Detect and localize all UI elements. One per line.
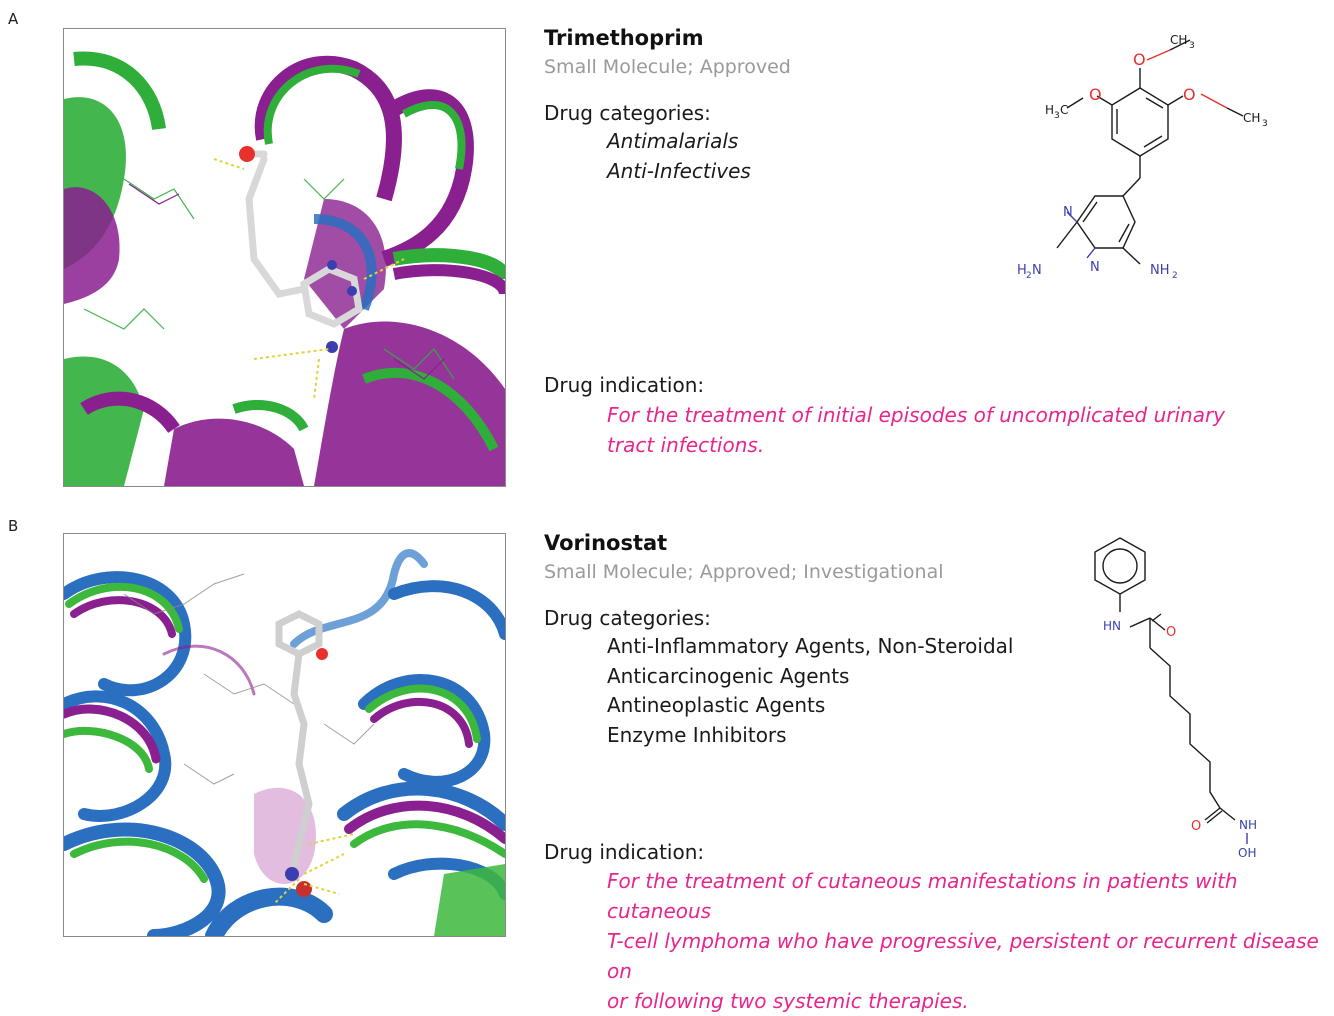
indication-line: tract infections. (607, 433, 765, 457)
drug-name: Trimethoprim (544, 26, 704, 50)
categories-list: Antimalarials Anti-Infectives (544, 127, 984, 186)
svg-text:O: O (1089, 85, 1102, 104)
category-item: Antimalarials (607, 129, 739, 153)
panel-b-indication: For the treatment of cutaneous manifesta… (607, 866, 1334, 1016)
drug-name: Vorinostat (544, 531, 668, 555)
panel-a-indication: For the treatment of initial episodes of… (607, 400, 1327, 460)
indication-line: T-cell lymphoma who have progressive, pe… (607, 929, 1319, 983)
indication-title: Drug indication: (544, 373, 705, 397)
svg-text:NH: NH (1239, 818, 1257, 832)
svg-text:O: O (1183, 85, 1196, 104)
indication-line: or following two systemic therapies. (607, 989, 969, 1013)
drug-type: Small Molecule; Approved (544, 56, 791, 78)
svg-text:N: N (1032, 263, 1042, 278)
svg-text:2: 2 (1172, 271, 1178, 281)
svg-text:3: 3 (1189, 41, 1195, 51)
category-item: Anti-Inflammatory Agents, Non-Steroidal (607, 634, 1014, 658)
panel-b-drug-info: Vorinostat Small Molecule; Approved; Inv… (544, 531, 1064, 750)
svg-text:N: N (1063, 205, 1073, 220)
indication-line: For the treatment of cutaneous manifesta… (607, 869, 1238, 923)
category-item: Anti-Infectives (607, 158, 751, 183)
indication-line: For the treatment of initial episodes of… (607, 403, 1226, 427)
svg-text:3: 3 (1262, 119, 1268, 129)
svg-text:OH: OH (1238, 846, 1256, 860)
category-item: Antineoplastic Agents (607, 693, 826, 717)
svg-text:H: H (1017, 263, 1027, 278)
category-item: Enzyme Inhibitors (607, 722, 787, 747)
panel-a-protein-structure-image (63, 28, 506, 487)
panel-b-label: B (8, 517, 19, 535)
svg-text:C: C (1060, 103, 1068, 117)
category-item: Anticarcinogenic Agents (607, 663, 850, 688)
panel-a-label: A (8, 10, 19, 28)
svg-text:CH: CH (1243, 111, 1260, 125)
svg-text:HN: HN (1103, 619, 1121, 633)
svg-text:O: O (1166, 625, 1176, 640)
indication-title: Drug indication: (544, 840, 705, 864)
svg-text:CH: CH (1170, 33, 1187, 47)
panel-b-protein-structure-image (63, 533, 506, 937)
svg-text:3: 3 (1054, 111, 1060, 121)
svg-text:O: O (1133, 50, 1146, 69)
svg-text:O: O (1191, 819, 1201, 834)
categories-list: Anti-Inflammatory Agents, Non-Steroidal … (544, 632, 1064, 750)
categories-title: Drug categories: (544, 101, 711, 125)
drug-type: Small Molecule; Approved; Investigationa… (544, 561, 944, 583)
svg-text:2: 2 (1026, 271, 1032, 281)
svg-text:H: H (1045, 103, 1054, 117)
categories-title: Drug categories: (544, 606, 711, 630)
svg-text:NH: NH (1150, 263, 1170, 278)
vorinostat-chemical-structure: HN NH OH O O (1075, 530, 1275, 870)
panel-a-drug-info: Trimethoprim Small Molecule; Approved Dr… (544, 26, 984, 186)
svg-text:N: N (1090, 260, 1100, 275)
